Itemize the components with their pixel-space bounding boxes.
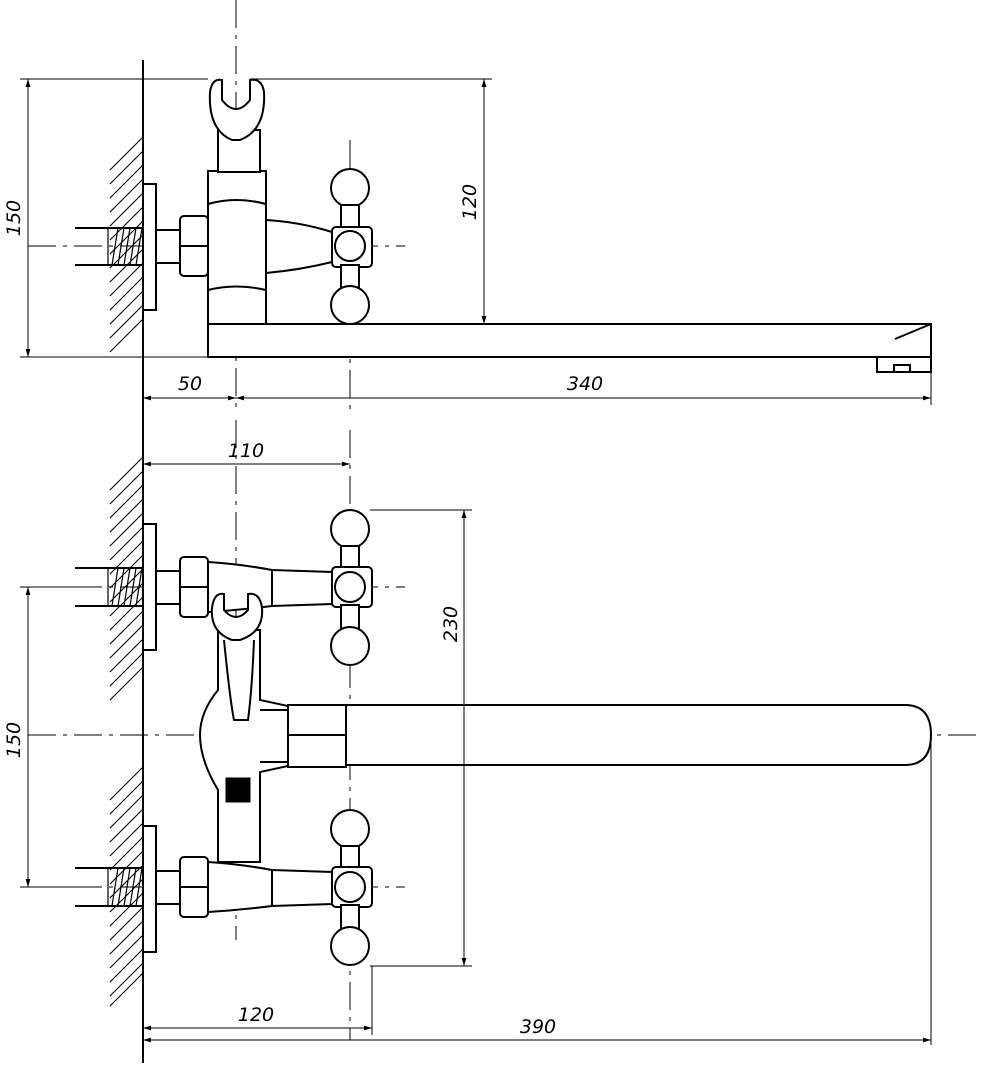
dim-label: 230	[440, 606, 462, 642]
dim-label: 50	[178, 373, 202, 395]
dim-side-height-150: 150	[3, 78, 208, 358]
wall-hatching-bottom	[109, 766, 144, 1007]
dim-label: 120	[459, 184, 481, 220]
spout-front	[287, 704, 933, 768]
dim-front-110: 110	[143, 440, 350, 467]
valve-handle-bottom	[330, 809, 373, 966]
spout-side	[207, 323, 932, 373]
dim-label: 340	[567, 373, 603, 395]
mixer-body	[207, 170, 333, 325]
front-view: 110 230 150 120 390	[3, 420, 983, 1045]
dim-label: 120	[238, 1004, 274, 1026]
wall	[109, 60, 144, 1063]
valve-handle-top	[330, 509, 373, 666]
valve-handle-side	[330, 168, 373, 325]
wall-flange-top	[142, 523, 157, 651]
threaded-inlet-top	[75, 567, 144, 607]
dim-label: 150	[3, 200, 25, 236]
dim-label: 390	[520, 1016, 556, 1038]
dim-label: 150	[3, 722, 25, 758]
dim-front-120: 120	[143, 966, 373, 1035]
wall-flange-bottom	[142, 825, 157, 953]
dim-side-height-120: 120	[250, 78, 492, 324]
dim-side-horizontal: 50 340	[143, 372, 932, 405]
side-view: 150 120 50 340	[3, 0, 932, 410]
threaded-inlet-bottom	[75, 867, 144, 907]
shower-holder	[208, 78, 266, 173]
dim-label: 110	[228, 440, 264, 462]
dim-front-390: 390	[143, 740, 932, 1045]
wall-flange	[142, 183, 157, 311]
mixer-body-front	[198, 629, 289, 863]
wall-hatching-middle	[109, 456, 144, 701]
shower-holder-front	[210, 592, 264, 641]
dim-front-230: 230	[370, 509, 472, 967]
dim-front-150: 150	[3, 586, 75, 888]
wall-hatching-top	[109, 136, 144, 353]
